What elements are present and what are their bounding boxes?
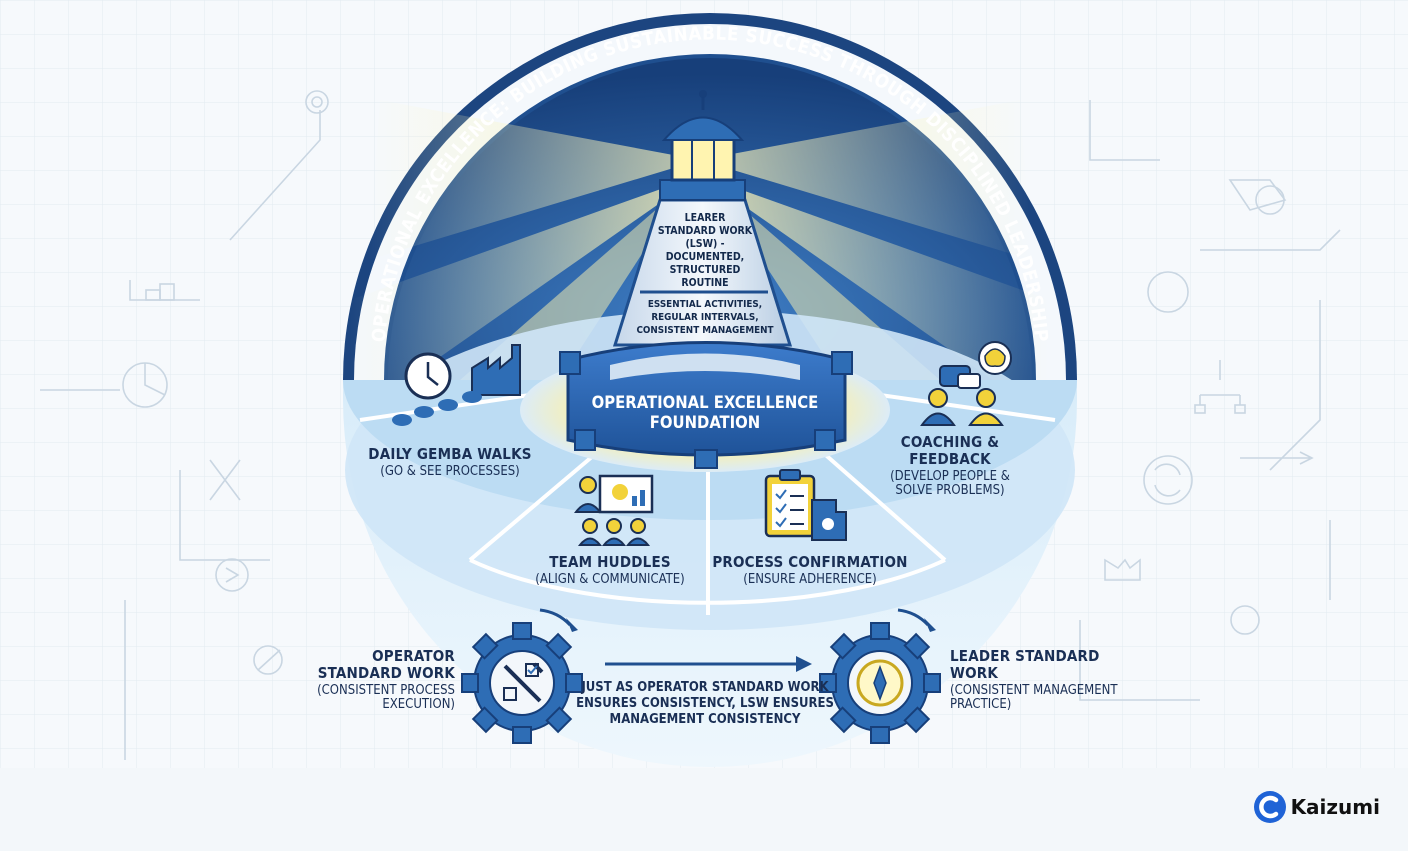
tower-lower-line: REGULAR INTERVALS, bbox=[651, 312, 759, 323]
foundation-line: FOUNDATION bbox=[649, 413, 761, 432]
team-huddles-label: TEAM HUDDLES (ALIGN & COMMUNICATE) bbox=[510, 554, 710, 587]
process-confirmation-title: PROCESS CONFIRMATION bbox=[712, 553, 908, 571]
tower-upper-line: ROUTINE bbox=[681, 277, 729, 289]
consistency-note-line: JUST AS OPERATOR STANDARD WORK bbox=[581, 680, 829, 695]
tower-lower-text: ESSENTIAL ACTIVITIES, REGULAR INTERVALS,… bbox=[625, 298, 785, 337]
tower-upper-text: LEARER STANDARD WORK (LSW) - DOCUMENTED,… bbox=[640, 212, 770, 290]
kaizumi-logo-icon bbox=[1253, 791, 1286, 823]
brand-name: Kaizumi bbox=[1290, 795, 1380, 819]
coaching-subtitle: (DEVELOP PEOPLE & bbox=[890, 468, 1010, 484]
footer-bar bbox=[0, 768, 1408, 851]
team-huddles-title: TEAM HUDDLES bbox=[549, 553, 671, 571]
team-huddles-subtitle: (ALIGN & COMMUNICATE) bbox=[535, 571, 685, 587]
operator-title: STANDARD WORK bbox=[317, 663, 455, 682]
consistency-note-line: ENSURES CONSISTENCY, LSW ENSURES bbox=[576, 696, 834, 711]
operator-subtitle: (CONSISTENT PROCESS bbox=[317, 682, 455, 698]
footprints-icon bbox=[392, 391, 482, 426]
operator-title: OPERATOR bbox=[372, 647, 455, 665]
team-meeting-icon bbox=[573, 474, 654, 546]
tower-upper-line: LEARER bbox=[684, 212, 726, 224]
foundation-base bbox=[559, 341, 853, 469]
foundation-label: OPERATIONAL EXCELLENCE FOUNDATION bbox=[575, 393, 835, 433]
leader-subtitle: PRACTICE) bbox=[950, 697, 1012, 713]
process-confirmation-label: PROCESS CONFIRMATION (ENSURE ADHERENCE) bbox=[705, 554, 915, 587]
brand-logo: Kaizumi bbox=[1253, 790, 1380, 824]
leader-subtitle: (CONSISTENT MANAGEMENT bbox=[950, 682, 1118, 698]
coaching-subtitle: SOLVE PROBLEMS) bbox=[895, 483, 1005, 499]
leader-title: LEADER STANDARD bbox=[950, 647, 1100, 665]
consistency-note-line: MANAGEMENT CONSISTENCY bbox=[609, 712, 801, 727]
tower-lower-line: ESSENTIAL ACTIVITIES, bbox=[647, 299, 763, 310]
diagram-artwork: OPERATIONAL EXCELLENCE: BUILDING SUSTAIN… bbox=[0, 0, 1408, 768]
operator-standard-work-label: OPERATOR STANDARD WORK (CONSISTENT PROCE… bbox=[300, 648, 455, 713]
tower-upper-line: DOCUMENTED, bbox=[665, 251, 745, 263]
tower-upper-line: STANDARD WORK bbox=[657, 225, 753, 237]
operator-gear-icon bbox=[461, 608, 583, 744]
gemba-walks-subtitle: (GO & SEE PROCESSES) bbox=[380, 463, 520, 479]
gemba-walks-title: DAILY GEMBA WALKS bbox=[368, 445, 532, 463]
foundation-line: OPERATIONAL EXCELLENCE bbox=[591, 393, 819, 412]
consistency-note: JUST AS OPERATOR STANDARD WORK ENSURES C… bbox=[575, 680, 835, 728]
leader-compass-gear-icon bbox=[819, 608, 941, 744]
tower-upper-line: (LSW) - bbox=[685, 238, 725, 250]
coaching-feedback-label: COACHING & FEEDBACK (DEVELOP PEOPLE & SO… bbox=[875, 434, 1025, 499]
tower-upper-line: STRUCTURED bbox=[669, 264, 741, 276]
coaching-people-icon bbox=[920, 341, 1012, 426]
clipboard-checklist-icon bbox=[764, 469, 847, 541]
leader-title: WORK bbox=[950, 663, 999, 682]
gemba-walks-label: DAILY GEMBA WALKS (GO & SEE PROCESSES) bbox=[350, 446, 550, 479]
circuit-decoration bbox=[40, 90, 1341, 760]
coaching-title: FEEDBACK bbox=[909, 449, 991, 468]
clock-icon bbox=[404, 352, 452, 400]
tower-lower-line: CONSISTENT MANAGEMENT bbox=[636, 325, 774, 336]
connector-arrow bbox=[605, 656, 812, 672]
process-confirmation-subtitle: (ENSURE ADHERENCE) bbox=[743, 571, 877, 587]
factory-icon bbox=[471, 344, 521, 396]
diagram-stage: OPERATIONAL EXCELLENCE: BUILDING SUSTAIN… bbox=[0, 0, 1408, 768]
leader-standard-work-label: LEADER STANDARD WORK (CONSISTENT MANAGEM… bbox=[950, 648, 1125, 713]
operator-subtitle: EXECUTION) bbox=[382, 697, 455, 713]
coaching-title: COACHING & bbox=[900, 433, 1000, 451]
